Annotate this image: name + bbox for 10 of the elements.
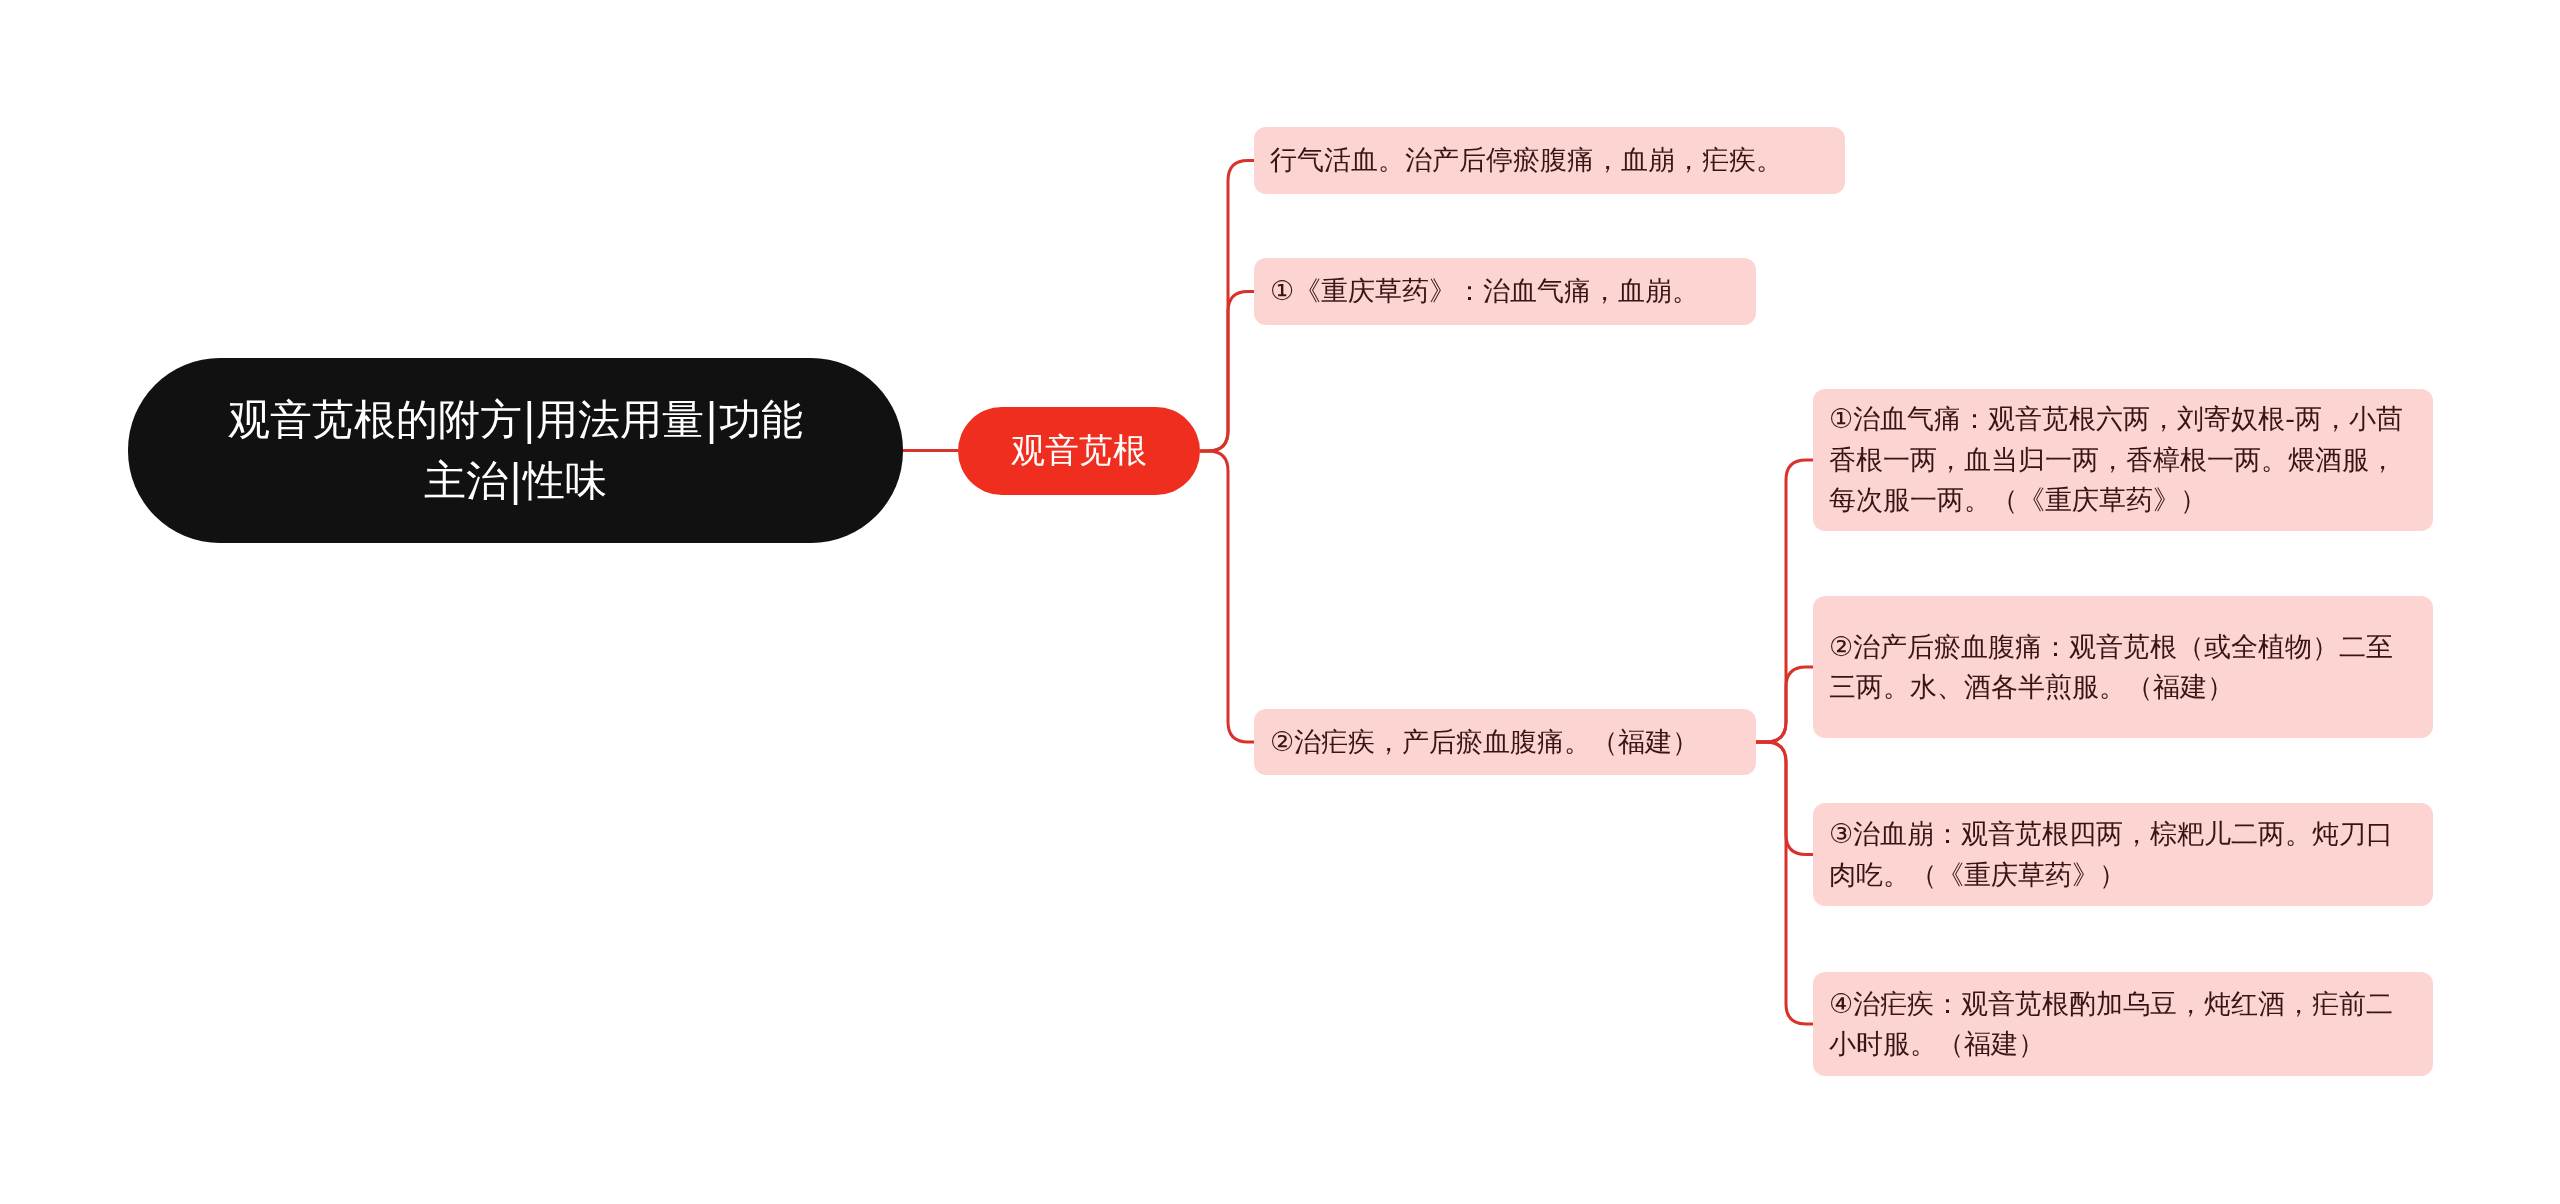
leaf-node: ①治血气痛：观音苋根六两，刘寄奴根-两，小茴香根一两，血当归一两，香樟根一两。煨酒服，每次服一两。（《重庆草药》） — [1813, 389, 2433, 531]
leaf-node: ③治血崩：观音苋根四两，棕粑儿二两。炖刀口肉吃。（《重庆草药》） — [1813, 803, 2433, 906]
connector-line — [903, 449, 958, 452]
leaf-node: ①《重庆草药》：治血气痛，血崩。 — [1254, 258, 1756, 325]
topic-node: 观音苋根 — [958, 407, 1200, 495]
leaf-node: ②治疟疾，产后瘀血腹痛。（福建） — [1254, 709, 1756, 775]
leaf-node: ②治产后瘀血腹痛：观音苋根（或全植物）二至三两。水、酒各半煎服。（福建） — [1813, 596, 2433, 738]
root-node: 观音苋根的附方|用法用量|功能主治|性味 — [128, 358, 903, 543]
leaf-node: ④治疟疾：观音苋根酌加乌豆，炖红酒，疟前二小时服。（福建） — [1813, 972, 2433, 1076]
leaf-node: 行气活血。治产后停瘀腹痛，血崩，疟疾。 — [1254, 127, 1845, 194]
